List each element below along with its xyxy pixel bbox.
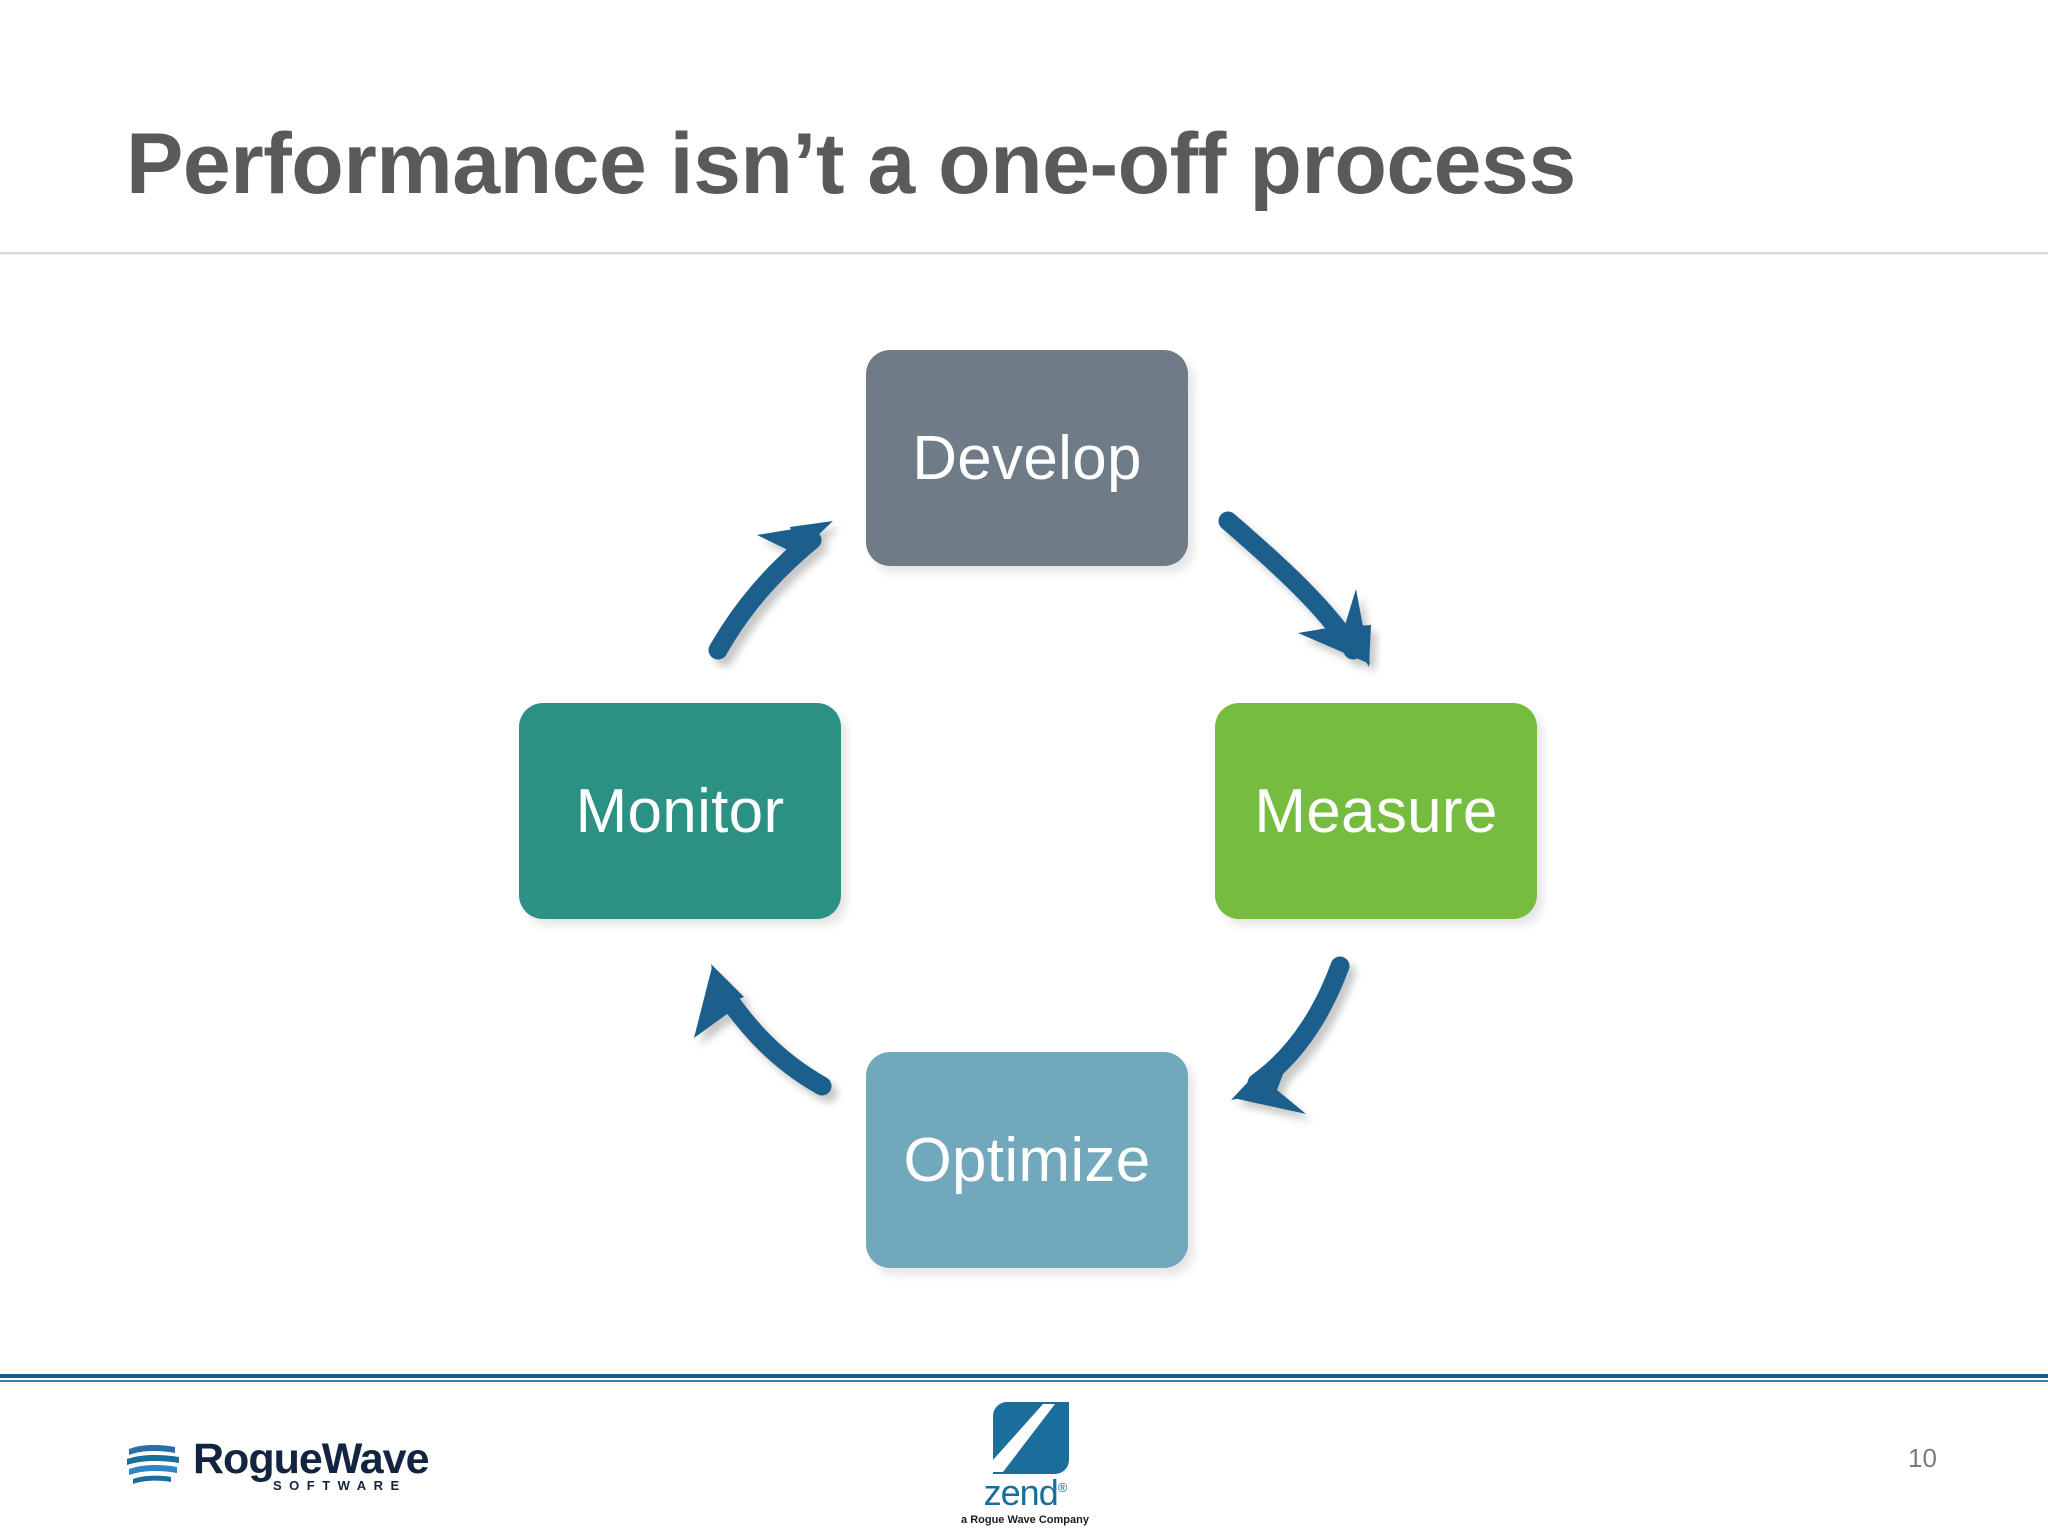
cycle-node-monitor-label: Monitor [575, 776, 785, 846]
arrow-develop-to-measure [1218, 511, 1371, 667]
cycle-node-optimize-label: Optimize [903, 1125, 1151, 1195]
footer-divider-highlight [0, 1380, 2048, 1382]
zend-registered-mark: ® [1057, 1480, 1068, 1495]
zend-wordmark-text: zend [983, 1472, 1059, 1513]
header-divider [0, 252, 2048, 254]
cycle-node-monitor[interactable]: Monitor [519, 703, 841, 919]
roguewave-wave-icon [127, 1444, 179, 1484]
zend-tagline: a Rogue Wave Company [961, 1514, 1089, 1526]
arrow-measure-to-optimize [1231, 956, 1350, 1114]
cycle-node-measure-label: Measure [1254, 776, 1498, 846]
zend-wordmark: zend® [955, 1472, 1095, 1514]
arrow-monitor-to-develop [708, 521, 833, 660]
cycle-node-develop-label: Develop [912, 423, 1142, 493]
arrow-optimize-to-monitor [694, 964, 832, 1096]
cycle-node-develop[interactable]: Develop [866, 350, 1188, 566]
cycle-node-measure[interactable]: Measure [1215, 703, 1537, 919]
roguewave-subtitle: SOFTWARE [273, 1478, 407, 1493]
zend-z-mark-icon [993, 1402, 1069, 1474]
page-number: 10 [1908, 1443, 1937, 1473]
roguewave-wordmark: RogueWave [193, 1435, 429, 1483]
page-title: Performance isn’t a one-off process [126, 116, 1576, 212]
roguewave-logo: RogueWave SOFTWARE [125, 1435, 429, 1497]
header-divider-highlight [0, 254, 2048, 255]
footer-divider [0, 1374, 2048, 1378]
cycle-node-optimize[interactable]: Optimize [866, 1052, 1188, 1268]
zend-logo: zend® a Rogue Wave Company [955, 1402, 1095, 1526]
